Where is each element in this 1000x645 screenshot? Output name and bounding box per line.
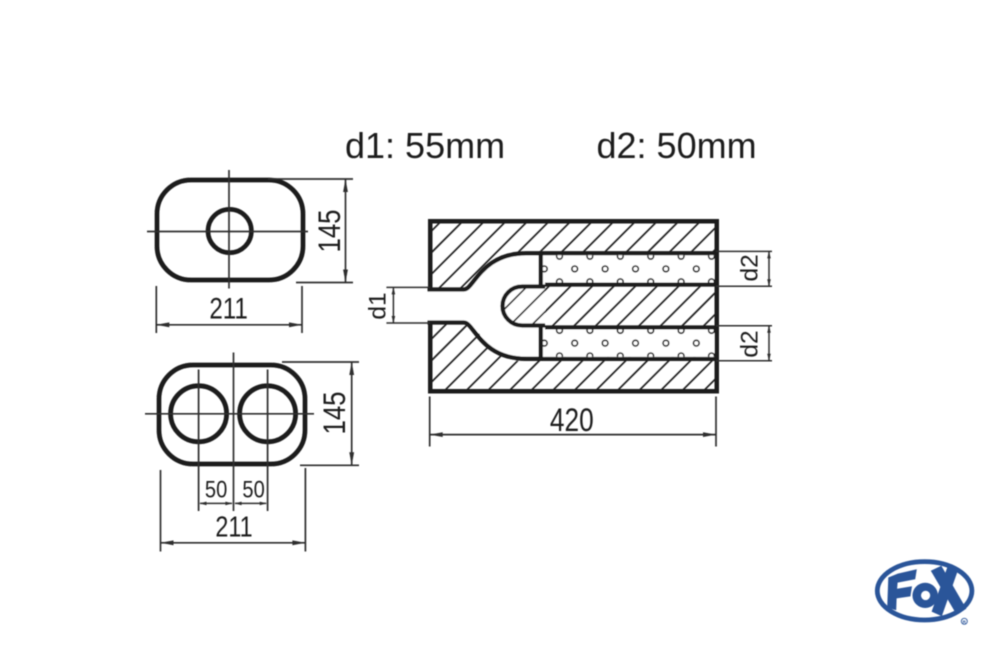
svg-text:145: 145	[318, 391, 353, 434]
svg-text:420: 420	[550, 404, 594, 439]
svg-text:50: 50	[205, 475, 227, 502]
svg-text:R: R	[963, 619, 967, 624]
svg-text:211: 211	[215, 510, 252, 543]
svg-text:d2: 50mm: d2: 50mm	[597, 125, 757, 166]
svg-text:d2: d2	[737, 254, 764, 281]
svg-text:d1: 55mm: d1: 55mm	[345, 125, 505, 166]
svg-text:50: 50	[242, 475, 264, 502]
svg-text:211: 211	[209, 292, 248, 325]
svg-text:d1: d1	[365, 292, 392, 319]
svg-text:d2: d2	[737, 330, 764, 357]
svg-text:145: 145	[312, 209, 347, 252]
